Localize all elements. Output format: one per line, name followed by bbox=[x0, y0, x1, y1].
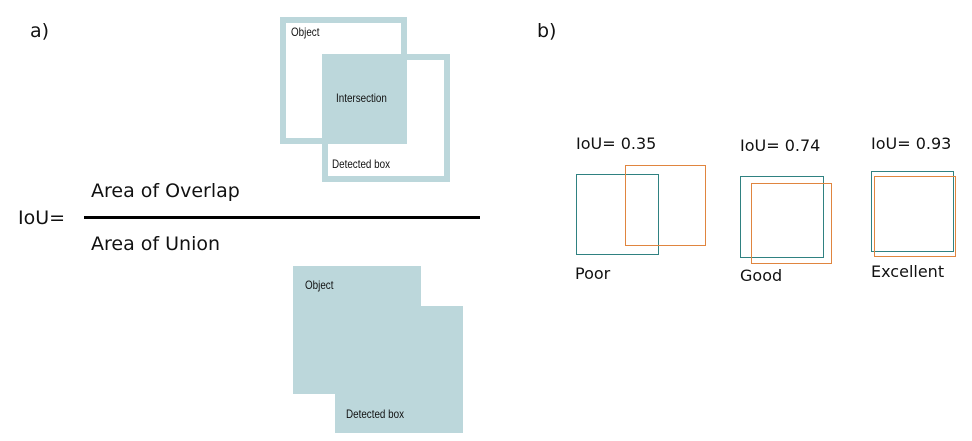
iou-value-good: IoU= 0.74 bbox=[740, 136, 821, 155]
ground-truth-box-excellent bbox=[871, 171, 954, 252]
formula-denominator: Area of Union bbox=[91, 233, 221, 255]
ground-truth-box-good bbox=[740, 176, 824, 258]
prediction-box-good bbox=[751, 183, 832, 264]
union-detected-label: Detected box bbox=[346, 407, 404, 421]
union-detected-region bbox=[335, 306, 463, 433]
detected-box-label: Detected box bbox=[332, 157, 390, 171]
iou-value-excellent: IoU= 0.93 bbox=[871, 134, 952, 153]
formula-numerator: Area of Overlap bbox=[91, 180, 240, 202]
quality-label-good: Good bbox=[740, 266, 783, 285]
prediction-box-poor bbox=[625, 165, 706, 246]
iou-value-poor: IoU= 0.35 bbox=[576, 134, 657, 153]
iou-formula-lhs: IoU= bbox=[18, 207, 66, 229]
quality-label-poor: Poor bbox=[575, 264, 611, 283]
union-object-label: Object bbox=[305, 278, 334, 292]
panel-b-label: b) bbox=[537, 20, 557, 42]
object-label: Object bbox=[291, 25, 320, 39]
quality-label-excellent: Excellent bbox=[871, 262, 945, 281]
intersection-region bbox=[322, 54, 407, 144]
intersection-label: Intersection bbox=[336, 91, 387, 105]
panel-a-label: a) bbox=[30, 20, 50, 42]
ground-truth-box-poor bbox=[576, 174, 659, 255]
fraction-bar bbox=[84, 216, 480, 219]
prediction-box-excellent bbox=[874, 176, 956, 257]
